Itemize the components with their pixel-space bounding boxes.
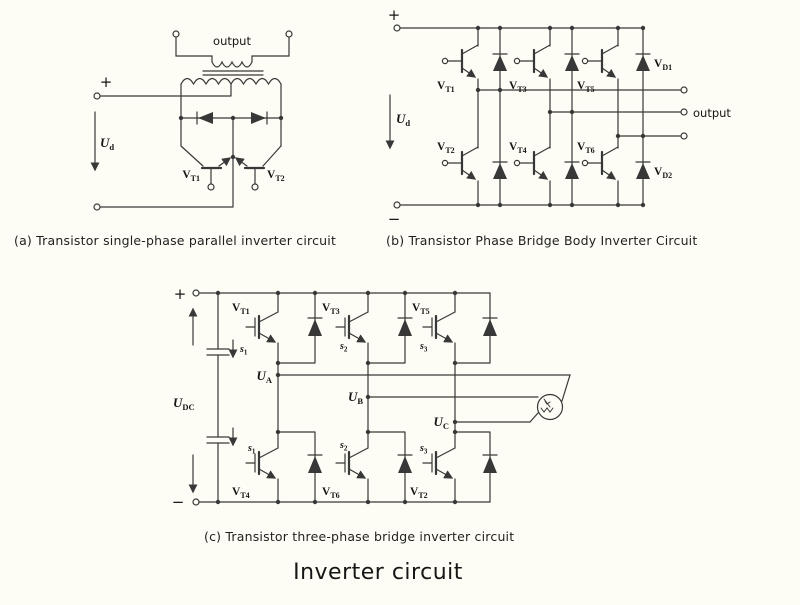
phase-a-line [277,374,571,402]
vt2-base-terminal [251,183,259,191]
transformer-primary-winding [180,77,282,86]
vt1-emitter [218,157,232,167]
switch-label-s3-bottom: s3 [419,443,428,456]
output-label: output [213,34,251,48]
transformer-secondary-winding [211,60,253,68]
motor-windings [540,398,554,413]
junction-dot [230,115,236,121]
switch-label-s1-top: s1 [239,344,248,357]
circuit-a-symbols [178,112,284,160]
circuit-c-labels: + − UDC VT1 VT3 VT5 VT4 VT6 VT2 s1 s2 s3… [172,285,449,511]
vt2-emitter [234,157,248,167]
caption-b: (b) Transistor Phase Bridge Body Inverte… [386,233,698,248]
circuit-a-wires [90,36,290,208]
circuit-a-terminals [93,30,293,211]
transistor-label-vt2: VT2 [410,486,428,500]
switch-label-s2-bottom: s2 [339,440,348,453]
dc-minus-terminal [93,203,101,211]
plus-label: + [174,285,187,303]
output-label: output [693,106,731,120]
transistor-label-vt6: VT6 [577,141,595,155]
output-terminal [172,30,180,38]
source-voltage-label: Ud [100,135,114,152]
diode-right [251,112,266,124]
transistor-label-vt4: VT4 [232,486,250,500]
dc-plus-terminal [393,24,401,32]
phase-label-ua: UA [256,368,272,385]
circuit-c-terminals [192,289,200,506]
dc-plus-terminal [192,289,200,297]
circuit-c-wires [188,292,571,503]
output-terminal [680,132,688,140]
junction-dot [230,154,236,160]
figure-title: Inverter circuit [293,560,463,585]
transistor-label-vt3: VT3 [509,80,527,94]
output-terminal [680,86,688,94]
transistor-label-vt5: VT5 [412,302,430,316]
junction-dot [278,115,284,121]
diode-vd2 [636,163,650,179]
caption-a: (a) Transistor single-phase parallel inv… [14,233,337,248]
dc-minus-terminal [393,201,401,209]
source-voltage-label: Ud [396,111,410,128]
diode-vd1 [636,55,650,71]
phase-label-uc: UC [433,414,449,431]
plus-label: + [388,6,401,24]
transistor-label-vt6: VT6 [322,486,340,500]
circuit-a-diagram: output + Ud VT1 VT2 [90,30,293,211]
switch-label-s1-bottom: s1 [247,443,256,456]
output-terminal [285,30,293,38]
circuit-b-labels: + − Ud VT1 VT3 VT5 VT2 VT4 VT6 VD1 VD2 o… [388,6,732,228]
transistor-label-vt2: VT2 [267,169,285,183]
transistor-label-vt1: VT1 [437,80,455,94]
circuit-b-diagram: + − Ud VT1 VT3 VT5 VT2 VT4 VT6 VD1 VD2 o… [385,6,732,228]
diode-label-vd2: VD2 [654,166,672,180]
circuit-b-wires [385,27,682,206]
phase-label-ub: UB [348,389,363,406]
transistor-label-vt4: VT4 [509,141,527,155]
dc-minus-terminal [192,498,200,506]
transistor-label-vt1: VT1 [182,169,200,183]
vt1-base-terminal [207,183,215,191]
phase-c-line [454,412,539,423]
circuit-b-symbols [475,25,650,208]
minus-label: − [388,210,401,228]
transistor-label-vt3: VT3 [322,302,340,316]
circuit-a-labels: output + Ud VT1 VT2 [100,34,285,183]
transistor-label-vt2: VT2 [437,141,455,155]
transformer-core [202,70,264,76]
plus-label: + [100,73,113,91]
minus-label: − [172,493,185,511]
circuit-c-diagram: + − UDC VT1 VT3 VT5 VT4 VT6 VT2 s1 s2 s3… [172,285,571,511]
circuit-c-symbols [215,290,497,505]
diode-label-vd1: VD1 [654,58,672,72]
junction-dot [178,115,184,121]
circuit-b-terminals [393,24,688,209]
output-terminal [680,108,688,116]
switch-label-s3-top: s3 [419,341,428,354]
switch-label-s2-top: s2 [339,341,348,354]
dc-link-capacitors [206,348,230,444]
dc-plus-terminal [93,92,101,100]
caption-c: (c) Transistor three-phase bridge invert… [204,529,515,544]
source-voltage-label: UDC [173,395,195,412]
transistor-label-vt1: VT1 [232,302,250,316]
diode-left [198,112,213,124]
motor [536,393,564,421]
transistor-label-vt5: VT5 [577,80,595,94]
